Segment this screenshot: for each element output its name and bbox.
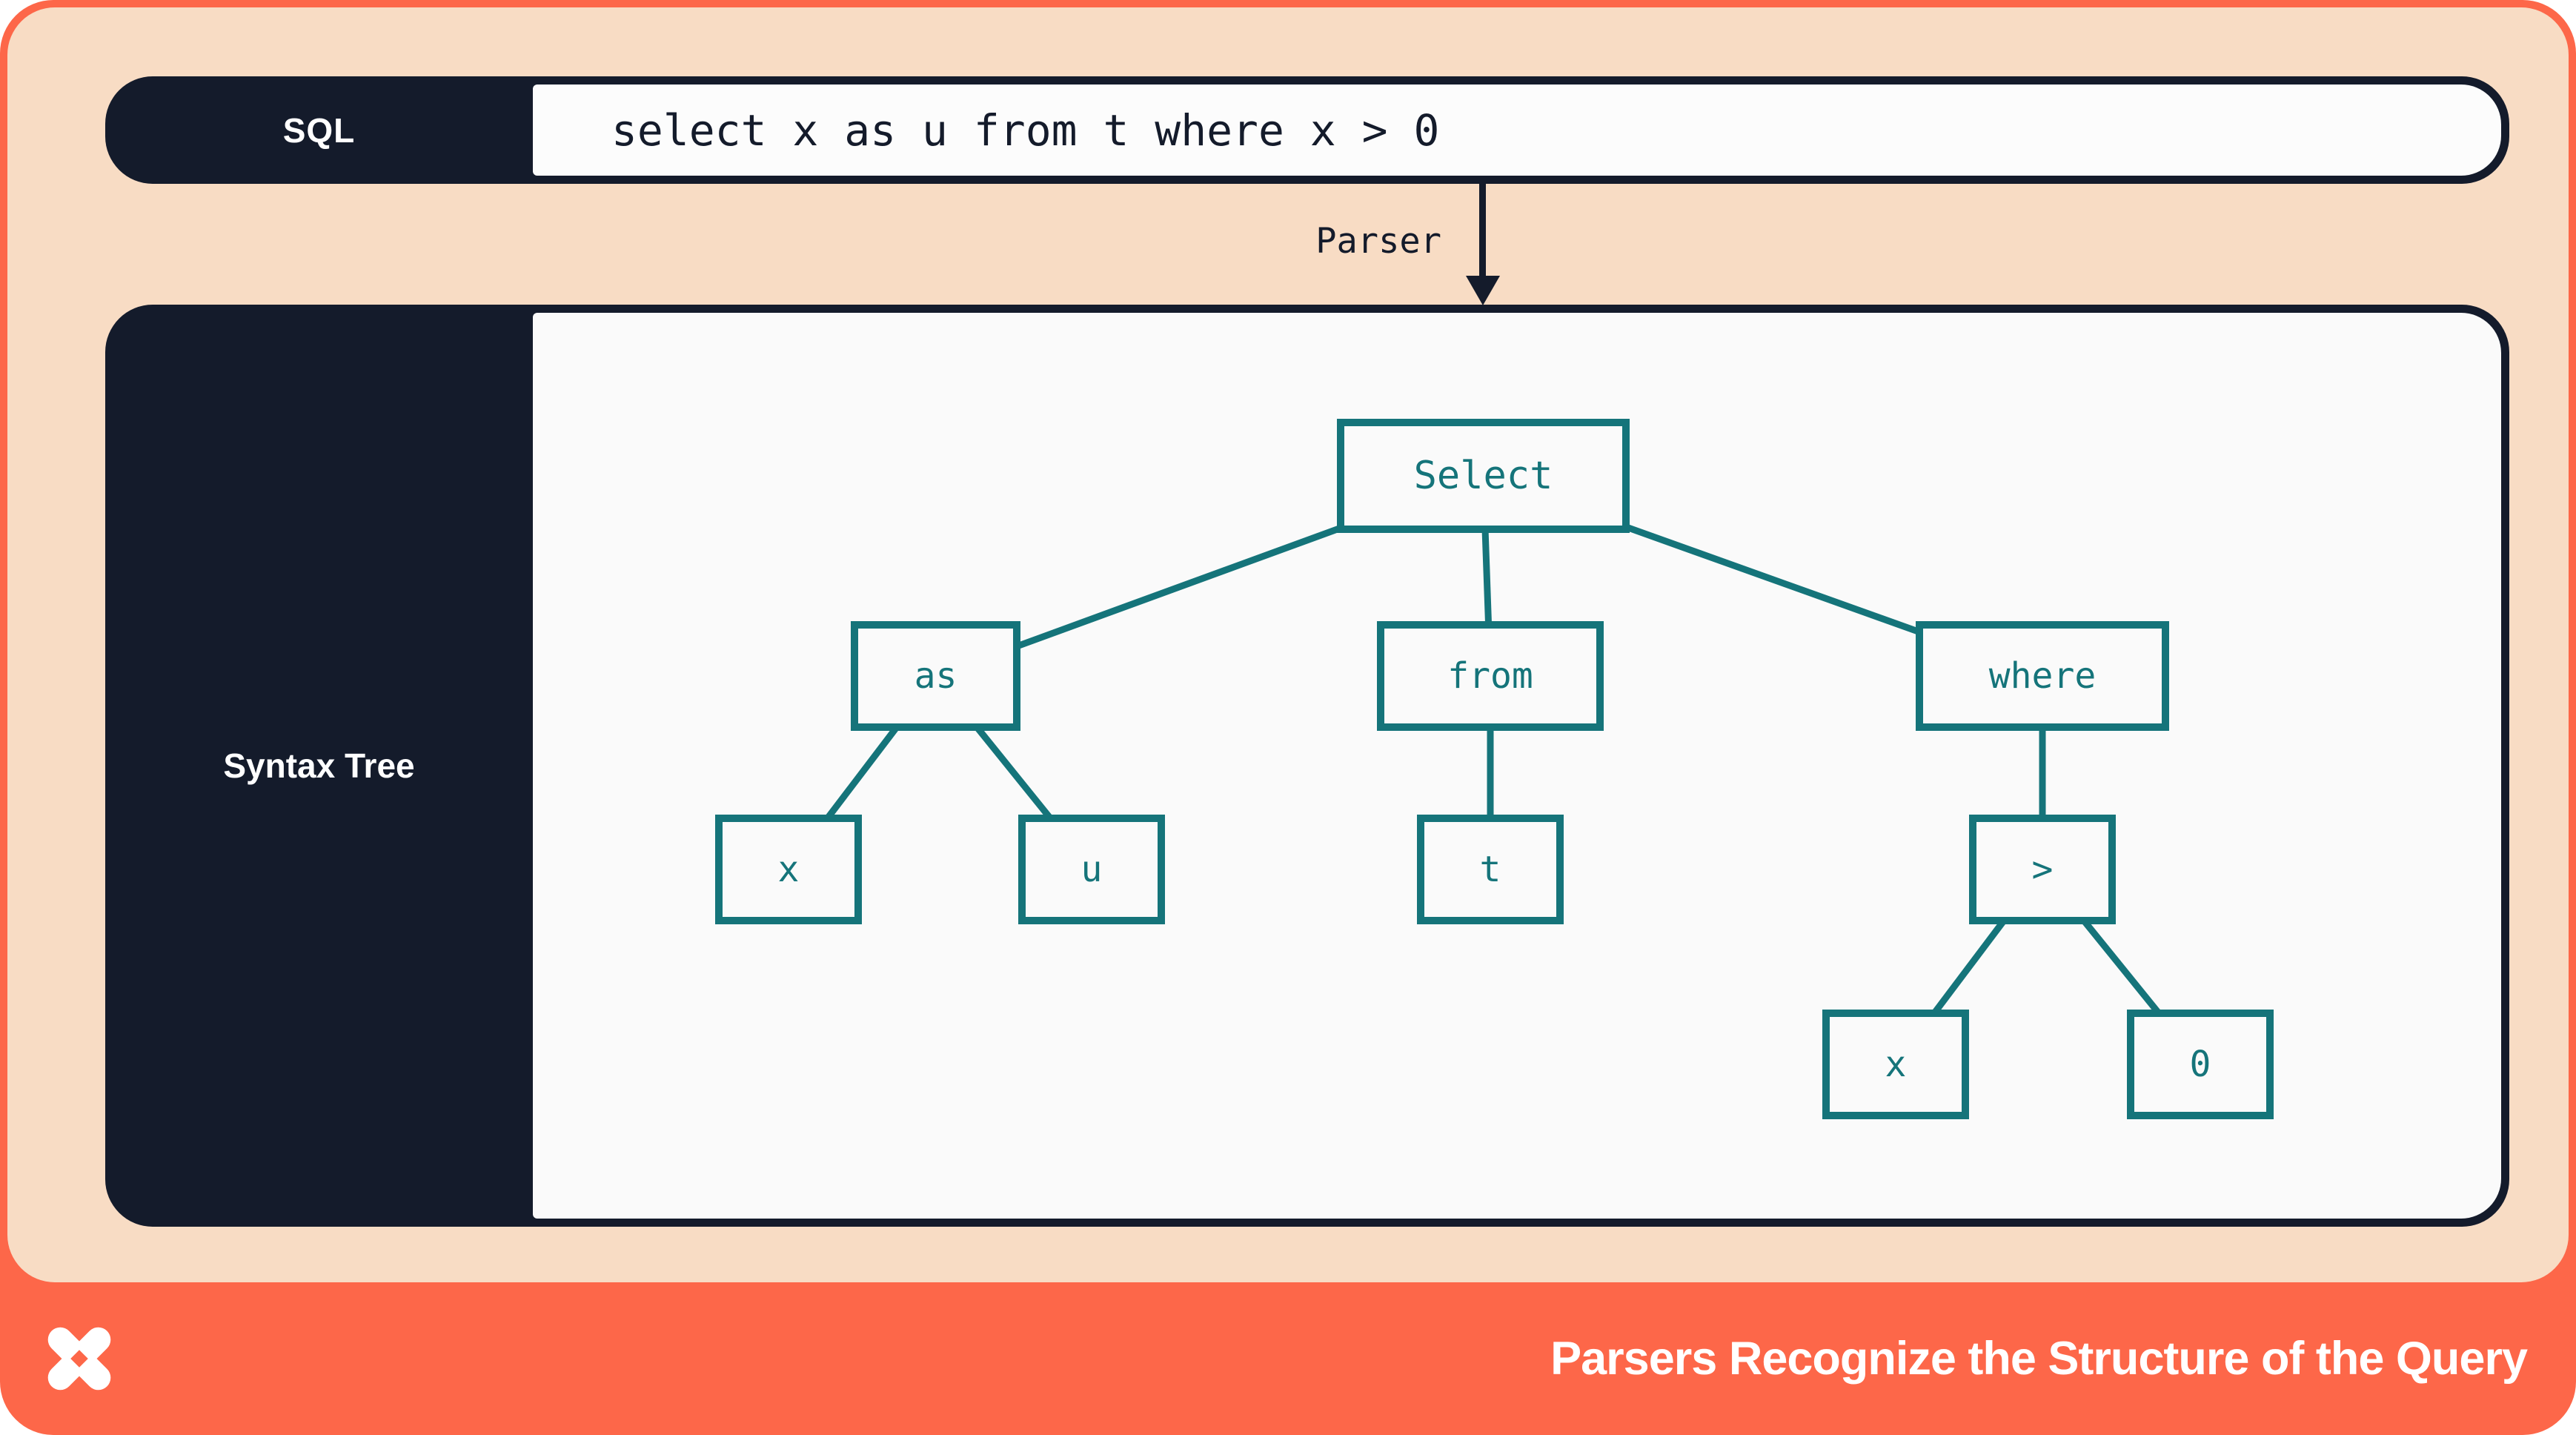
syntax-tree-canvas: Select as from where x u t > x 0 bbox=[533, 313, 2501, 1219]
sql-bar: SQL select x as u from t where x > 0 bbox=[105, 76, 2509, 184]
sql-bar-label: SQL bbox=[282, 110, 356, 150]
tree-node-greater-than: > bbox=[1969, 815, 2116, 924]
sql-bar-content: select x as u from t where x > 0 bbox=[533, 84, 2501, 176]
footer-band: Parsers Recognize the Structure of the Q… bbox=[0, 1282, 2576, 1435]
parser-arrow-shaft bbox=[1479, 184, 1486, 277]
tree-node-select: Select bbox=[1337, 419, 1630, 533]
tree-node-zero: 0 bbox=[2127, 1010, 2274, 1119]
tree-node-x-alias: x bbox=[715, 815, 862, 924]
tree-node-as: as bbox=[851, 621, 1020, 731]
syntax-tree-panel: Syntax Tree Select as from where x bbox=[105, 305, 2509, 1227]
pinwheel-x-logo-icon bbox=[47, 1327, 111, 1391]
tree-node-t: t bbox=[1417, 815, 1564, 924]
parser-label: Parser bbox=[1315, 221, 1441, 262]
footer-title: Parsers Recognize the Structure of the Q… bbox=[1550, 1333, 2528, 1385]
tree-node-from: from bbox=[1377, 621, 1604, 731]
tree-node-where: where bbox=[1916, 621, 2169, 731]
tree-node-x-condition: x bbox=[1822, 1010, 1969, 1119]
tree-node-u: u bbox=[1018, 815, 1165, 924]
sql-query-text: select x as u from t where x > 0 bbox=[611, 105, 1440, 156]
parser-arrow-down-icon bbox=[1466, 276, 1500, 305]
syntax-tree-panel-label: Syntax Tree bbox=[223, 746, 415, 785]
